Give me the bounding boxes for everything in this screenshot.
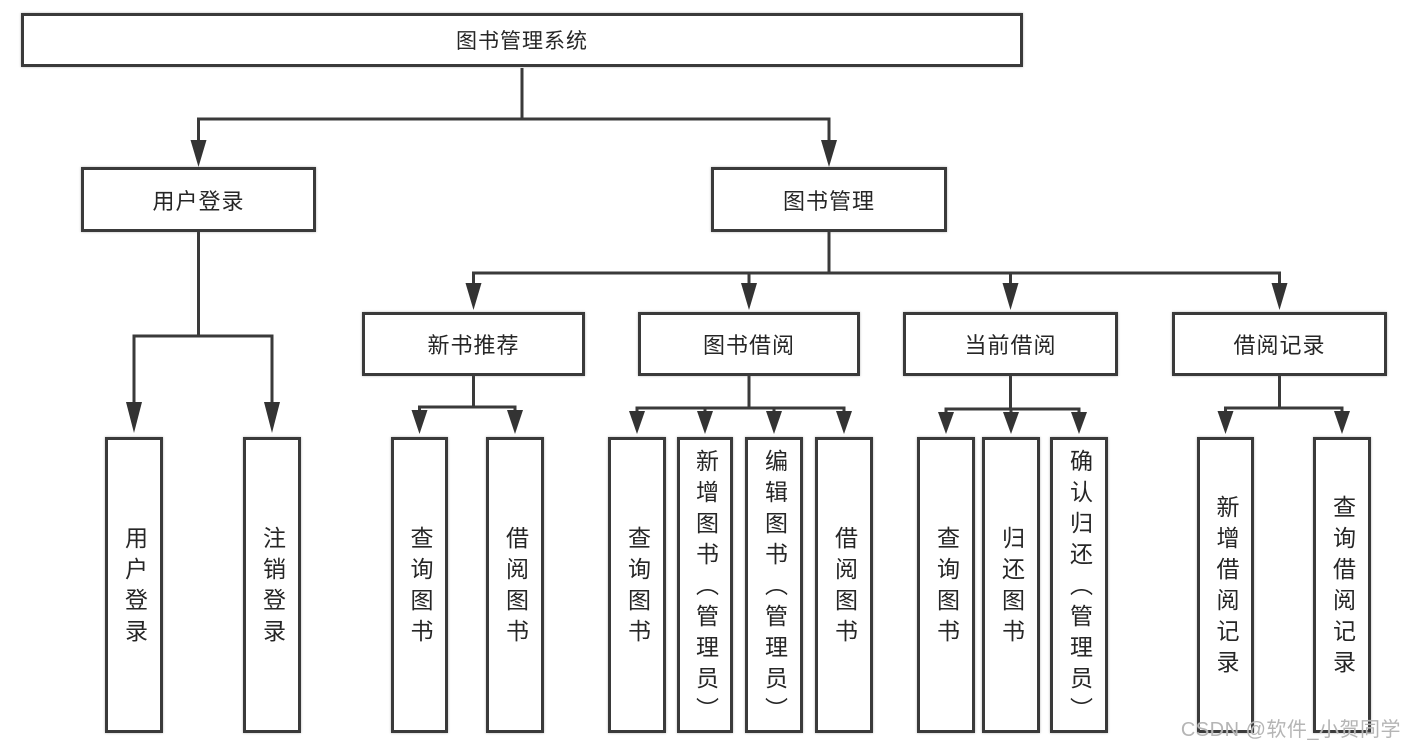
arrowheads [126,140,1350,434]
leaf-edit-book-admin: 编辑图书（管理员） [745,437,803,733]
leaf-return-books: 归还图书 [982,437,1040,733]
leaf-search-books-borrow: 查询图书 [608,437,666,733]
node-borrow-records: 借阅记录 [1172,312,1387,376]
connector-bookmgmt-branch [472,271,1281,285]
node-root: 图书管理系统 [21,13,1023,67]
node-user-login: 用户登录 [81,167,316,232]
leaf-add-book-admin: 新增图书（管理员） [677,437,733,733]
leaf-confirm-return-admin: 确认归还（管理员） [1050,437,1108,733]
leaf-search-books-current: 查询图书 [917,437,975,733]
connector-newbook-branch [418,405,517,412]
connector-userlogin-branch [132,334,274,404]
leaf-logout-login: 注销登录 [243,437,301,733]
leaf-user-login: 用户登录 [105,437,163,733]
leaf-borrow-books-recommend: 借阅图书 [486,437,544,733]
connector-records-branch [1224,406,1344,413]
node-book-borrow: 图书借阅 [638,312,860,376]
node-new-book-recommend: 新书推荐 [362,312,585,376]
node-current-borrow: 当前借阅 [903,312,1118,376]
connector-borrow-branch [635,406,846,413]
leaf-search-books-recommend: 查询图书 [391,437,448,733]
leaf-borrow-books: 借阅图书 [815,437,873,733]
leaf-add-borrow-record: 新增借阅记录 [1197,437,1254,733]
connector-root-branch [197,117,831,142]
node-book-management: 图书管理 [711,167,947,232]
leaf-query-borrow-record: 查询借阅记录 [1313,437,1371,733]
watermark: CSDN @软件_小贺同学 [1180,719,1401,741]
